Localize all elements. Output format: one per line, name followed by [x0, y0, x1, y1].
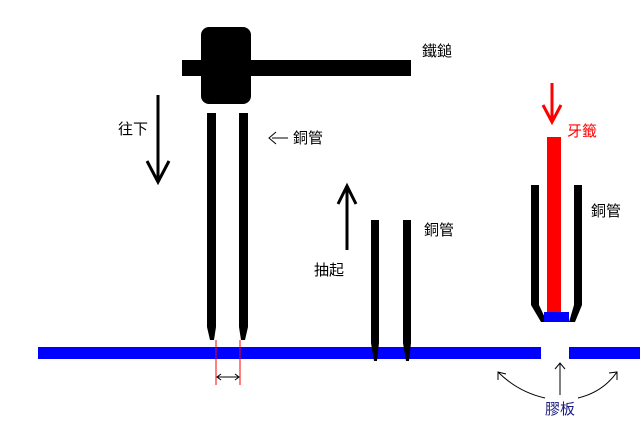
gap-marker-arrow-left: [216, 373, 222, 381]
middle-pipe-wall-right: [403, 220, 411, 361]
left-pipe-wall-right: [239, 113, 248, 340]
up-arrow-head: [336, 182, 358, 205]
toothpick: [547, 137, 561, 312]
board-right-segment: [569, 347, 640, 359]
pipe-left-label: 銅管: [293, 129, 324, 147]
middle-pipe-wall-left: [371, 220, 379, 361]
gap-marker-arrow-right: [234, 373, 240, 381]
pipe-right-label: 銅管: [591, 202, 622, 220]
board-label: 膠板: [545, 400, 576, 418]
board-plug: [544, 312, 569, 322]
tap-arrow-head: [541, 104, 563, 126]
tap-label: 牙籤: [567, 122, 598, 140]
right-pipe-wall-right: [569, 185, 582, 322]
left-pipe-wall-left: [207, 113, 216, 340]
hammer-label: 鐵鎚: [422, 42, 453, 60]
down-arrow-head: [145, 160, 171, 186]
board-pointer-right: [577, 371, 618, 399]
down-label: 往下: [118, 120, 149, 138]
hammer-head: [201, 27, 251, 104]
board-pointer-right-head: [608, 371, 618, 380]
board-left-segment: [38, 347, 541, 359]
board-pointer-left-head: [497, 371, 507, 380]
pull-up-label: 抽起: [314, 261, 345, 279]
board-pointer-mid-head: [554, 362, 566, 370]
pipe-pointer-head: [268, 131, 277, 145]
right-pipe-wall-left: [531, 185, 547, 322]
board-pointer-left: [497, 371, 546, 399]
pipe-middle-label: 銅管: [424, 221, 455, 239]
